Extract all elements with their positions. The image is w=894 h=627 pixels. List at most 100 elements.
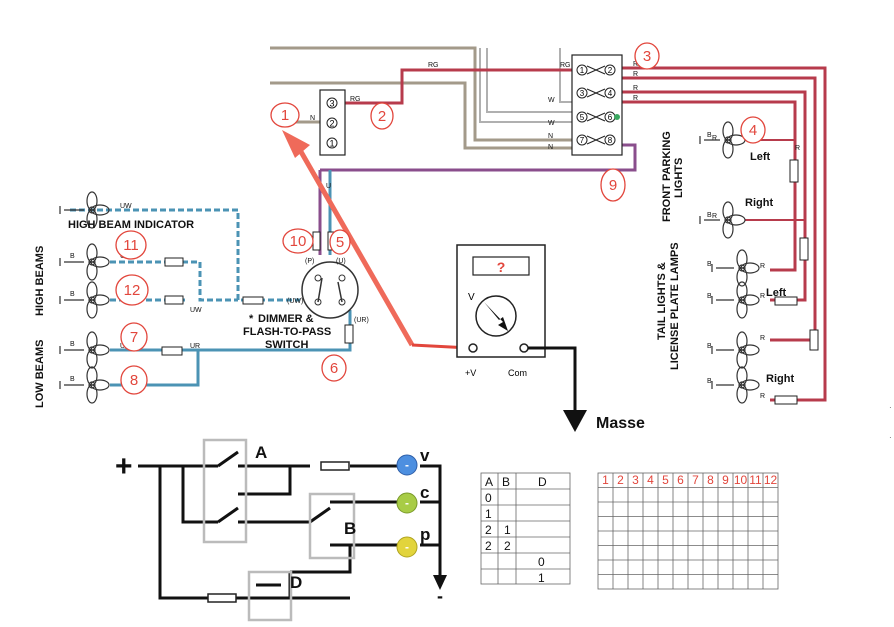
wire-n-3: N: [548, 144, 553, 151]
pin-r7: 7: [580, 136, 585, 145]
out-c-label: c: [420, 483, 429, 502]
answer-grid: [597, 472, 779, 590]
bulb-b-labels: B B B B B B B B B B: [70, 132, 712, 385]
wire-r-3: R: [633, 85, 638, 92]
grid-header-1: 1: [602, 473, 609, 487]
wires-blue: [70, 170, 352, 387]
front-parking-label-2: LIGHTS: [673, 158, 685, 198]
bulbs-right: [699, 121, 760, 404]
wire-b-5: B: [707, 132, 712, 139]
wire-r-2: R: [633, 71, 638, 78]
wire-rg-1: RG: [350, 96, 361, 103]
out-p-label: p: [420, 525, 430, 544]
wire-r-11: R: [795, 145, 800, 152]
bulb-high-beam-1: [59, 243, 110, 281]
pin-r6: 6: [608, 113, 613, 122]
wire-w-1: W: [548, 97, 555, 104]
wire-b-2: B: [70, 291, 75, 298]
callout-6: 6: [330, 360, 338, 377]
wire-r-10: R: [760, 393, 765, 400]
high-beams-label: HIGH BEAMS: [34, 246, 46, 316]
wire-n-2: N: [548, 133, 553, 140]
callout-2: 2: [378, 108, 386, 125]
truth-table-text: A B D 0 1 2 1 2 2 0 1: [485, 475, 547, 585]
switch-ur-label: (UR): [354, 317, 369, 324]
grid-header-6: 6: [677, 473, 684, 487]
pin-r5: 5: [580, 113, 585, 122]
pin-r2: 2: [608, 66, 613, 75]
grid-header-9: 9: [722, 473, 729, 487]
meter-v-label: V: [468, 292, 475, 303]
bulbs-left: [59, 191, 110, 404]
front-left-label: Left: [750, 151, 771, 163]
grid-header-2: 2: [617, 473, 624, 487]
dot-p-sign: -: [405, 540, 409, 554]
tt-r2-b: 1: [504, 523, 511, 537]
grid-header-3: 3: [632, 473, 639, 487]
masse-label: Masse: [596, 415, 645, 432]
grid-header-5: 5: [662, 473, 669, 487]
front-right-label: Right: [745, 197, 773, 209]
bulb-front-right: [699, 201, 746, 239]
grid-header-10: 10: [734, 473, 748, 487]
meter-vplus-label: +V: [465, 368, 476, 378]
out-v-label: v: [420, 446, 430, 465]
pin-2: 2: [329, 119, 334, 129]
callout-numbers: 1 2 3 4 5 6 7 8 9 10 11 12: [123, 48, 757, 389]
switch-b-label: B: [344, 519, 356, 538]
wire-w-2: W: [548, 120, 555, 127]
grid-header-7: 7: [692, 473, 699, 487]
tt-r0-a: 0: [485, 491, 492, 505]
wire-b-10: B: [707, 378, 712, 385]
wire-rg-3: RG: [560, 62, 571, 69]
multimeter: ? V +V Com: [456, 244, 587, 432]
callout-7: 7: [130, 329, 138, 346]
high-beam-indicator-label: HIGH BEAM INDICATOR: [68, 219, 194, 231]
bulb-tail-3: [711, 331, 760, 369]
wire-r-7: R: [760, 263, 765, 270]
wire-b-6: B: [707, 212, 712, 219]
dimmer-switch: (P) (U) (UW) (UR): [287, 258, 369, 324]
bulb-tail-4: [711, 366, 760, 404]
wire-b-4: B: [70, 376, 75, 383]
callout-10: 10: [290, 233, 307, 250]
tt-r3-a: 2: [485, 539, 492, 553]
connector-left: 3 2 1: [319, 89, 346, 156]
tt-header-a: A: [485, 475, 493, 489]
wire-b-9: B: [707, 343, 712, 350]
tail-left-label: Left: [766, 287, 787, 299]
switch-d-label: D: [290, 573, 302, 592]
meter-vplus-jack: [468, 343, 478, 353]
grid-header-8: 8: [707, 473, 714, 487]
tail-lights-label-2: LICENSE PLATE LAMPS: [669, 242, 681, 370]
pin-r4: 4: [608, 89, 613, 98]
callout-4: 4: [749, 122, 757, 139]
dot-c-sign: -: [405, 496, 409, 510]
tt-r3-b: 2: [504, 539, 511, 553]
tt-r2-a: 2: [485, 523, 492, 537]
wire-r-6: R: [712, 213, 717, 220]
tt-r4-d: 0: [538, 555, 545, 569]
tail-right-label: Right: [766, 373, 794, 385]
grid-header-12: 12: [764, 473, 778, 487]
wire-b-3: B: [70, 341, 75, 348]
wire-b-7: B: [707, 261, 712, 268]
wire-r-5: R: [712, 135, 717, 142]
dot-p: [396, 536, 418, 558]
switch-uw-label: (UW): [287, 298, 303, 305]
callout-12: 12: [124, 282, 141, 299]
pin-3: 3: [329, 99, 334, 109]
pin-r8: 8: [608, 136, 613, 145]
dimmer-label-1: DIMMER &: [258, 313, 314, 325]
tt-r5-d: 1: [538, 571, 545, 585]
wire-u: U: [326, 183, 331, 190]
front-parking-label-1: FRONT PARKING: [661, 131, 673, 222]
callout-1: 1: [281, 107, 289, 124]
bulb-tail-1: [711, 249, 760, 287]
callout-11: 11: [123, 237, 139, 254]
wires-top: [270, 46, 637, 255]
bulb-front-left: [699, 121, 746, 159]
wire-b-1: B: [70, 253, 75, 260]
